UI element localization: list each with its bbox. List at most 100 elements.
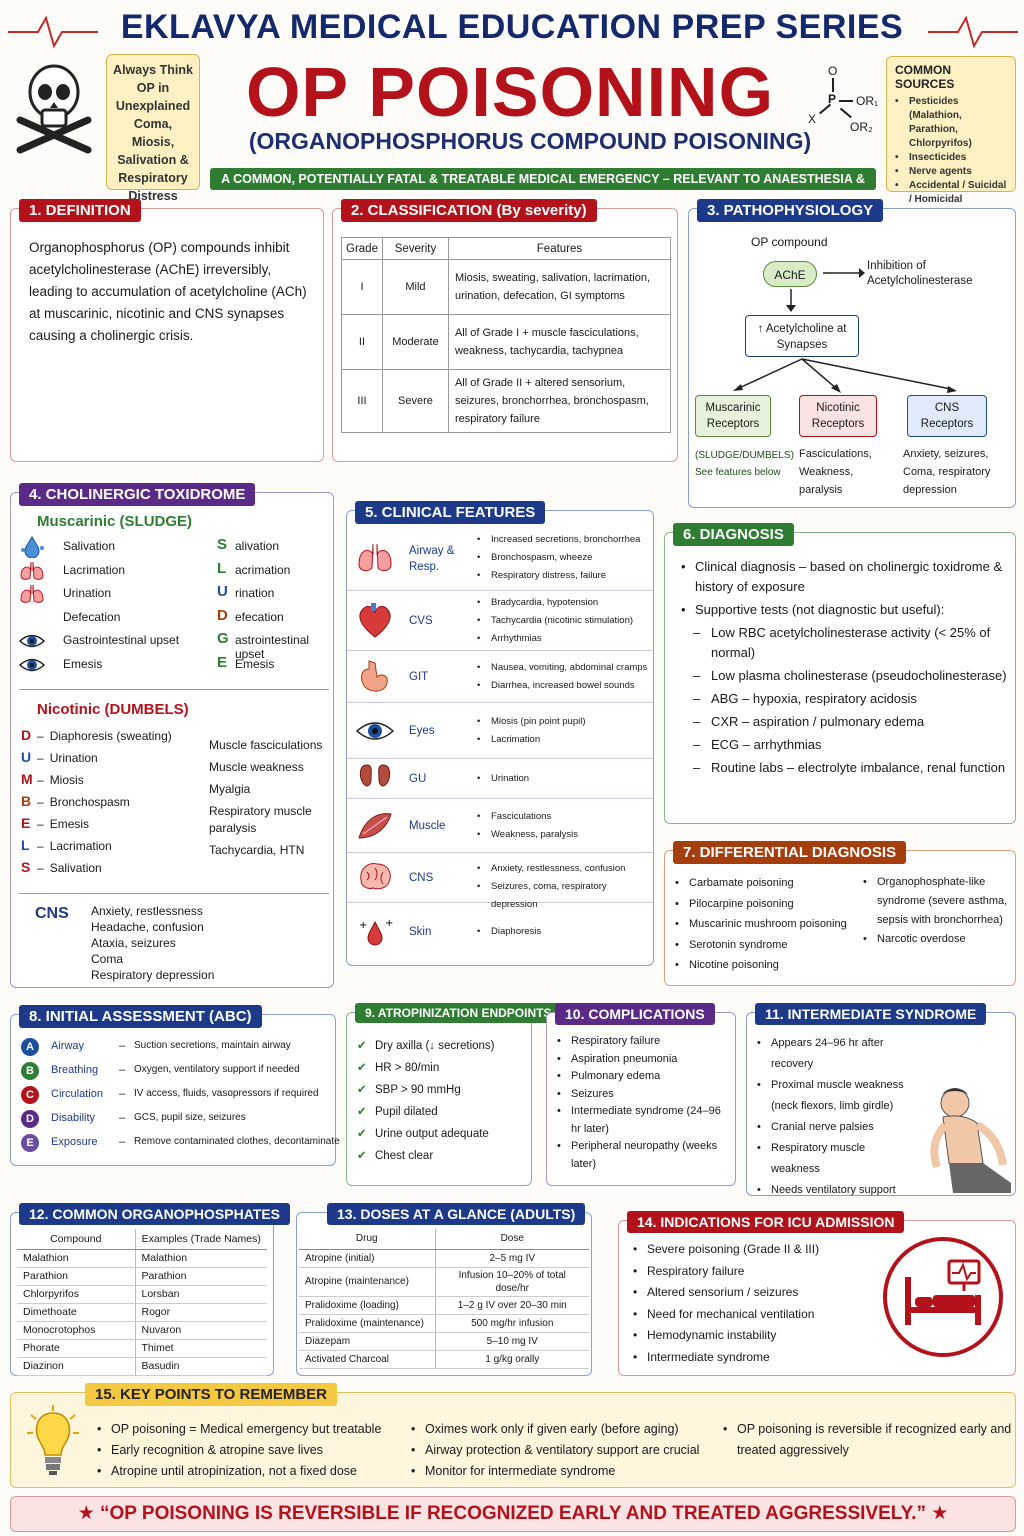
classification-header: Grade: [341, 237, 383, 260]
complication-item: Respiratory failure: [557, 1033, 733, 1051]
muscarinic-item: Urination: [63, 586, 112, 600]
feature-item: Urination: [477, 770, 653, 788]
sludge-word: acrimation: [235, 562, 291, 577]
svg-text:+: +: [359, 920, 367, 931]
ddx-panel: 7. DIFFERENTIAL DIAGNOSIS Carbamate pois…: [664, 841, 1016, 986]
complication-item: Aspiration pneumonia: [557, 1051, 733, 1069]
dash: –: [37, 773, 44, 787]
intermediate-item: Needs ventilatory support: [757, 1180, 917, 1201]
abc-letter-badge: E: [21, 1134, 39, 1152]
checkmark-icon: ✔: [357, 1040, 367, 1052]
abc-letter-badge: A: [21, 1038, 39, 1056]
pathophysiology-panel: 3. PATHOPHYSIOLOGY OP compound AChE Inhi…: [688, 199, 1016, 508]
grade-cell: II: [341, 314, 383, 370]
ops-cell: Basudin: [135, 1357, 267, 1376]
system-features: Bradycardia, hypotensionTachycardia (nic…: [477, 594, 653, 648]
ops-cell: Malathion: [135, 1249, 267, 1268]
doses-cell: Activated Charcoal: [299, 1350, 436, 1369]
feature-item: Respiratory distress, failure: [477, 567, 653, 585]
dumbels-row: B–Bronchospasm: [21, 793, 191, 815]
icu-title: 14. INDICATIONS FOR ICU ADMISSION: [627, 1211, 905, 1233]
ach-node: ↑ Acetylcholine at Synapses: [745, 315, 859, 357]
ops-cell: Phorate: [17, 1339, 136, 1358]
nicotinic-receptor-node: Nicotinic Receptors: [799, 395, 877, 437]
ache-node: AChE: [763, 261, 817, 287]
arrow-down-icon: [786, 289, 796, 312]
classification-title: 2. CLASSIFICATION (By severity): [341, 199, 597, 222]
ops-cell: Thimet: [135, 1339, 267, 1358]
checkmark-icon: ✔: [357, 1062, 367, 1074]
table-row: Pralidoxime (loading)1–2 g IV over 20–30…: [299, 1296, 589, 1315]
abc-letter-badge: D: [21, 1110, 39, 1128]
dumbels-letter: U: [21, 749, 32, 765]
dash: –: [37, 861, 44, 875]
ops-cell: Parathion: [17, 1267, 136, 1286]
abc-name: Disability: [51, 1112, 96, 1124]
classification-header: Severity: [381, 237, 449, 260]
feature-item: Nausea, vomiting, abdominal cramps: [477, 659, 653, 677]
clinical-row: CVSBradycardia, hypotensionTachycardia (…: [347, 591, 653, 651]
table-row: Atropine (maintenance)Infusion 10–20% of…: [299, 1267, 589, 1297]
sludge-letter: L: [217, 559, 227, 577]
abc-name: Airway: [51, 1040, 85, 1052]
intermediate-item: Proximal muscle weakness (neck flexors, …: [757, 1075, 917, 1117]
doses-cell: Pralidoxime (loading): [299, 1296, 436, 1315]
key-point: OP poisoning is reversible if recognized…: [723, 1419, 1013, 1461]
lungs-icon: [355, 540, 395, 581]
emergency-banner: A COMMON, POTENTIALLY FATAL & TREATABLE …: [210, 168, 876, 208]
dumbels-item: Lacrimation: [49, 839, 112, 853]
atropine-list: ✔Dry axilla (↓ secretions)✔HR > 80/min✔S…: [357, 1035, 529, 1167]
cns-effects: Anxiety, seizures, Coma, respiratory dep…: [903, 448, 991, 496]
system-features: FasciculationsWeakness, paralysis: [477, 808, 653, 844]
toxidrome-title: 4. CHOLINERGIC TOXIDROME: [19, 483, 256, 506]
ops-cell: Rogor: [135, 1303, 267, 1322]
lungs-icon: [19, 583, 45, 608]
ops-cell: Dimethoate: [17, 1303, 136, 1322]
atropine-endpoint-text: Dry axilla (↓ secretions): [375, 1040, 495, 1052]
nicotinic-item: Myalgia: [209, 782, 251, 796]
sludge-letter: D: [217, 606, 228, 624]
table-row: Atropine (initial)2–5 mg IV: [299, 1249, 589, 1268]
star-icon: ★: [77, 1503, 95, 1524]
atropine-endpoint: ✔Urine output adequate: [357, 1123, 529, 1145]
abc-letter-badge: C: [21, 1086, 39, 1104]
dumbels-item: Salivation: [49, 861, 102, 875]
ops-cell: Diazinon: [17, 1357, 136, 1376]
clinical-rows: Airway & Resp.Increased secretions, bron…: [347, 525, 653, 961]
feature-item: Arrhythmias: [477, 630, 653, 648]
dumbels-row: L–Lacrimation: [21, 837, 191, 859]
doses-header: Drug: [299, 1229, 436, 1250]
nicotinic-item: Respiratory muscle paralysis: [209, 804, 312, 835]
muscarinic-receptor-node: Muscarinic Receptors: [695, 395, 771, 437]
ddx-item: Nicotine poisoning: [675, 955, 861, 976]
kidneys-icon: [355, 761, 395, 802]
sludge-word: rination: [235, 586, 275, 600]
stomach-icon: [355, 659, 395, 700]
icu-item: Respiratory failure: [633, 1261, 883, 1283]
keypoints-col2: Oximes work only if given early (before …: [411, 1419, 721, 1482]
key-point: Atropine until atropinization, not a fix…: [97, 1461, 407, 1482]
doses-cell: Diazepam: [299, 1332, 436, 1351]
intermediate-panel: 11. INTERMEDIATE SYNDROME Appears 24–96 …: [746, 1003, 1016, 1201]
features-cell: All of Grade II + altered sensorium, sei…: [447, 369, 672, 433]
diagnosis-panel: 6. DIAGNOSIS •Clinical diagnosis – based…: [664, 523, 1016, 824]
key-point: Airway protection & ventilatory support …: [411, 1440, 721, 1461]
system-features: Diaphoresis: [477, 923, 653, 941]
diagnosis-title: 6. DIAGNOSIS: [673, 523, 794, 546]
eye-icon: [18, 630, 46, 655]
icu-item: Altered sensorium / seizures: [633, 1282, 883, 1304]
ops-header: Examples (Trade Names): [135, 1229, 267, 1250]
cns-item: Anxiety, restlessness: [91, 904, 203, 918]
